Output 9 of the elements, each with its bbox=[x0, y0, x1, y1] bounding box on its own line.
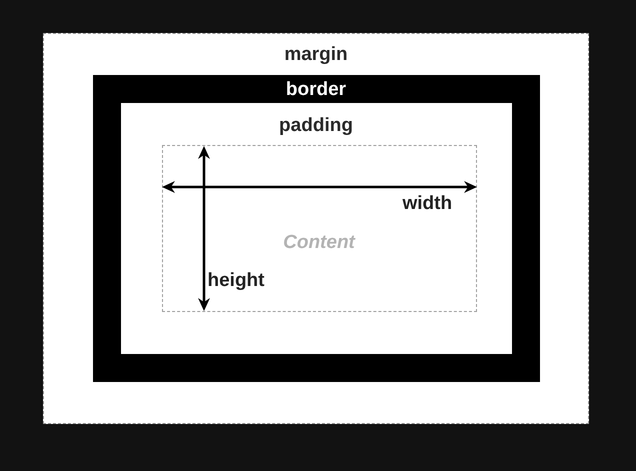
padding-area bbox=[120, 102, 512, 354]
border-label: border bbox=[286, 78, 346, 100]
margin-label: margin bbox=[284, 44, 348, 66]
dimension-label: height bbox=[208, 270, 264, 292]
padding-label: padding bbox=[279, 114, 353, 136]
content-label: Content bbox=[283, 232, 355, 254]
dimension-label: width bbox=[402, 192, 452, 214]
border-frame bbox=[92, 74, 540, 382]
margin-area bbox=[43, 33, 589, 424]
